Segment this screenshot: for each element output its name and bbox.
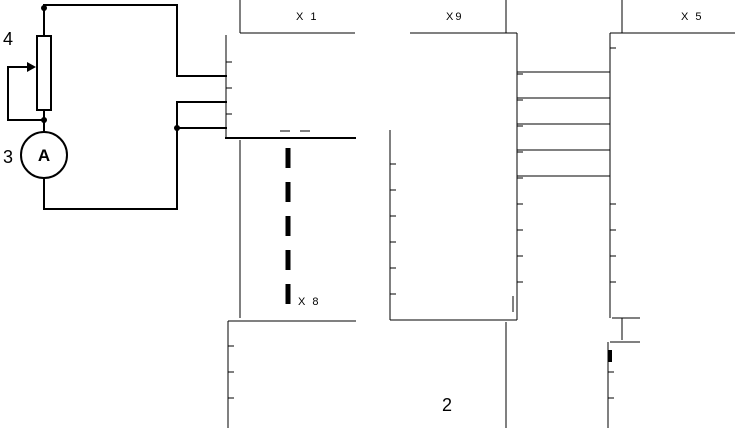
wire-top — [43, 4, 227, 77]
connector-x5-label: X 5 — [681, 11, 704, 23]
wire-jumper — [176, 101, 227, 129]
rheostat — [36, 35, 52, 111]
connector-x9: X9 — [389, 0, 523, 428]
junction-mid — [41, 117, 47, 123]
connector-x1-label: X 1 — [296, 11, 319, 23]
x5-pin-marker — [608, 350, 612, 362]
item-number: 2 — [442, 395, 452, 415]
connector-x9-label: X9 — [446, 11, 463, 23]
ammeter-number: 3 — [3, 147, 13, 167]
connector-x5: X 5 — [607, 0, 735, 428]
junction-bottom — [174, 125, 180, 131]
junction-top — [41, 5, 47, 11]
rheostat-slider — [7, 66, 45, 121]
rheostat-arrow-icon — [27, 62, 36, 72]
connector-x1: X 1 — [225, 0, 356, 318]
rheostat-number: 4 — [3, 29, 13, 49]
connector-x8: X 8 — [227, 296, 356, 428]
ammeter-symbol: A — [38, 146, 50, 165]
test-circuit: A 4 3 — [3, 4, 227, 210]
connector-x8-label: X 8 — [298, 296, 321, 308]
jumper-wires — [517, 71, 611, 177]
wire-bottom — [43, 127, 227, 210]
